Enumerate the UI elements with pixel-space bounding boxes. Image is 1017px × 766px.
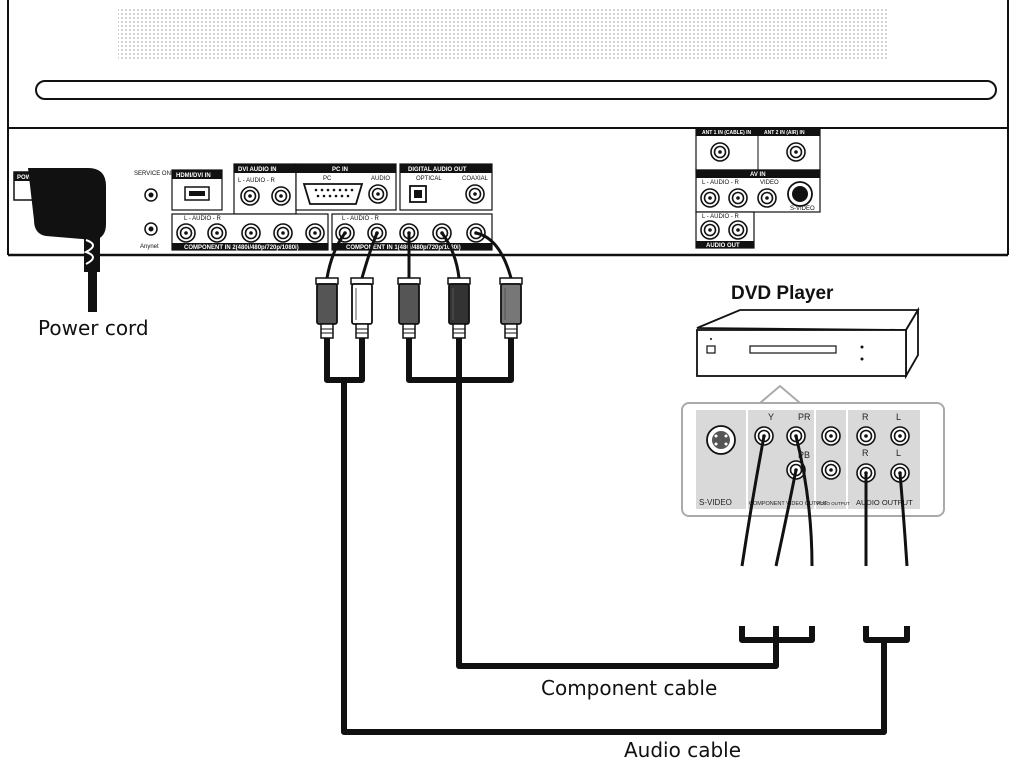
av-audio-r-jack <box>728 188 748 208</box>
dvd-l-label: L <box>896 412 901 422</box>
dvi-audio-in-label: DVI AUDIO IN <box>238 167 276 173</box>
dvi-audio-lr-label: L - AUDIO - R <box>238 178 275 184</box>
dvd-player-label: DVD Player <box>731 283 834 304</box>
pc-label: PC <box>323 176 332 182</box>
disc-tray <box>749 345 837 354</box>
vga-port <box>302 183 364 205</box>
dvd-cable-stubs <box>740 435 909 567</box>
comp2-pb-jack <box>273 223 293 243</box>
dvd-y-label: Y <box>768 412 774 422</box>
dvd-audio-output-label: AUDIO OUTPUT <box>856 498 913 507</box>
coaxial-jack <box>465 184 485 204</box>
component-in-1-label: COMPONENT IN 1(480i/480p/720p/1080i) <box>346 245 461 251</box>
av-audio-l-jack <box>700 188 720 208</box>
digital-audio-out-label: DIGITAL AUDIO OUT <box>408 167 467 173</box>
tv-component-pb-plug <box>447 277 471 339</box>
tv-audio-l-plug <box>315 277 339 339</box>
comp2-audio-lr-label: L - AUDIO - R <box>184 216 221 222</box>
anynet-label: Anynet <box>140 244 159 250</box>
comp2-pr-jack <box>305 223 325 243</box>
dvd-video-jack-1 <box>821 426 841 446</box>
audio-out-lr-label: L - AUDIO - R <box>702 214 739 220</box>
comp2-y-jack <box>241 223 261 243</box>
pc-audio-jack <box>368 184 388 204</box>
hdmi-dvi-in-label: HDMI/DVI IN <box>176 173 211 179</box>
dvi-audio-r-jack <box>271 186 291 206</box>
optical-label: OPTICAL <box>416 176 442 182</box>
tv-audio-r-plug <box>350 277 374 339</box>
dvd-r-label: R <box>862 412 869 422</box>
component-in-2-label: COMPONENT IN 2(480i/480p/720p/1080i) <box>184 245 299 251</box>
tv-top-body <box>7 0 1009 129</box>
av-audio-lr-label: L - AUDIO - R <box>702 180 739 186</box>
comp2-audio-l-jack <box>176 223 196 243</box>
av-video-jack <box>757 188 777 208</box>
coaxial-label: COAXIAL <box>462 176 489 182</box>
ant2-jack <box>786 142 806 162</box>
dvd-pb-label: PB <box>798 450 810 460</box>
audio-out-l-jack <box>700 220 720 240</box>
ant2-label: ANT 2 IN (AIR) IN <box>764 130 805 136</box>
tv-component-pr-plug <box>499 277 523 339</box>
ant1-jack <box>710 142 730 162</box>
audio-out-r-jack <box>728 220 748 240</box>
tv-component-y-plug <box>397 277 421 339</box>
audio-cable-label: Audio cable <box>624 738 742 762</box>
tv-side-plugs <box>315 277 523 339</box>
dvd-pr-label: PR <box>798 412 811 422</box>
dvd-l2-label: L <box>896 448 901 458</box>
comp1-audio-lr-label: L - AUDIO - R <box>342 216 379 222</box>
component-cable-path <box>406 338 815 669</box>
audio-out-label: AUDIO OUT <box>706 243 740 249</box>
dvd-svideo-label: S-VIDEO <box>699 498 732 507</box>
dvd-r2-label: R <box>862 448 869 458</box>
tv-cable-stubs <box>325 231 513 279</box>
dvd-video-output-label: VIDEO OUTPUT <box>816 501 850 506</box>
dvd-power-button <box>706 345 716 354</box>
pc-in-label: PC IN <box>332 167 348 173</box>
tv-rear-panel: POWER IN SERVICE ONLY Anynet HDMI/DVI IN… <box>7 127 1009 312</box>
dvi-audio-l-jack <box>240 186 260 206</box>
ant1-label: ANT 1 IN (CABLE) IN <box>702 130 752 136</box>
power-plug <box>28 168 106 312</box>
zoom-arrow <box>759 384 801 404</box>
av-video-label: VIDEO <box>760 180 779 186</box>
tv-slot <box>35 80 997 100</box>
dvd-rear-panel: Y PR PB R L R L S-VIDEO COMPONENT VIDEO … <box>681 402 945 517</box>
av-in-label: AV IN <box>750 172 766 178</box>
dvd-video-jack-2 <box>821 460 841 480</box>
dvd-player <box>696 306 920 380</box>
power-cord-label: Power cord <box>38 316 149 340</box>
av-svideo-label: S-VIDEO <box>790 206 815 212</box>
dvd-audio-r-jack-1 <box>856 426 876 446</box>
comp2-audio-r-jack <box>207 223 227 243</box>
dvd-audio-l-jack-1 <box>890 426 910 446</box>
pc-audio-label: AUDIO <box>371 176 390 182</box>
component-cable-label: Component cable <box>541 676 718 700</box>
speaker-grille <box>118 8 888 60</box>
service-only-label: SERVICE ONLY <box>134 171 178 177</box>
audio-cable-path <box>324 338 910 735</box>
